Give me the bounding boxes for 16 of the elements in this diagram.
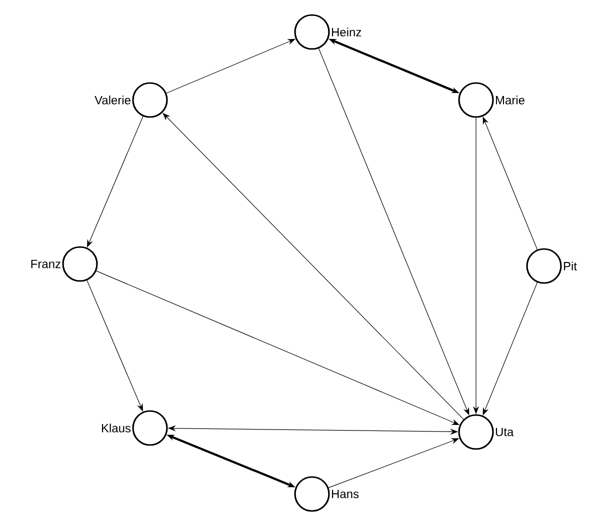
node-label: Hans	[332, 490, 359, 498]
node-label: Uta	[496, 428, 514, 436]
node-label: Pit	[564, 262, 577, 270]
person-node: Hans	[294, 476, 359, 512]
node-label: Heinz	[332, 28, 362, 36]
node-label: Klaus	[102, 424, 131, 432]
node-label: Marie	[496, 96, 524, 104]
person-node: Marie	[458, 82, 524, 118]
person-node: Klaus	[102, 410, 168, 446]
node-label: Franz	[31, 260, 60, 268]
person-node: Uta	[458, 414, 514, 450]
person-node: Franz	[31, 246, 98, 282]
person-node: Valerie	[94, 82, 168, 118]
node-label: Valerie	[94, 96, 130, 104]
person-node: Heinz	[294, 14, 362, 50]
person-node: Pit	[526, 248, 577, 284]
